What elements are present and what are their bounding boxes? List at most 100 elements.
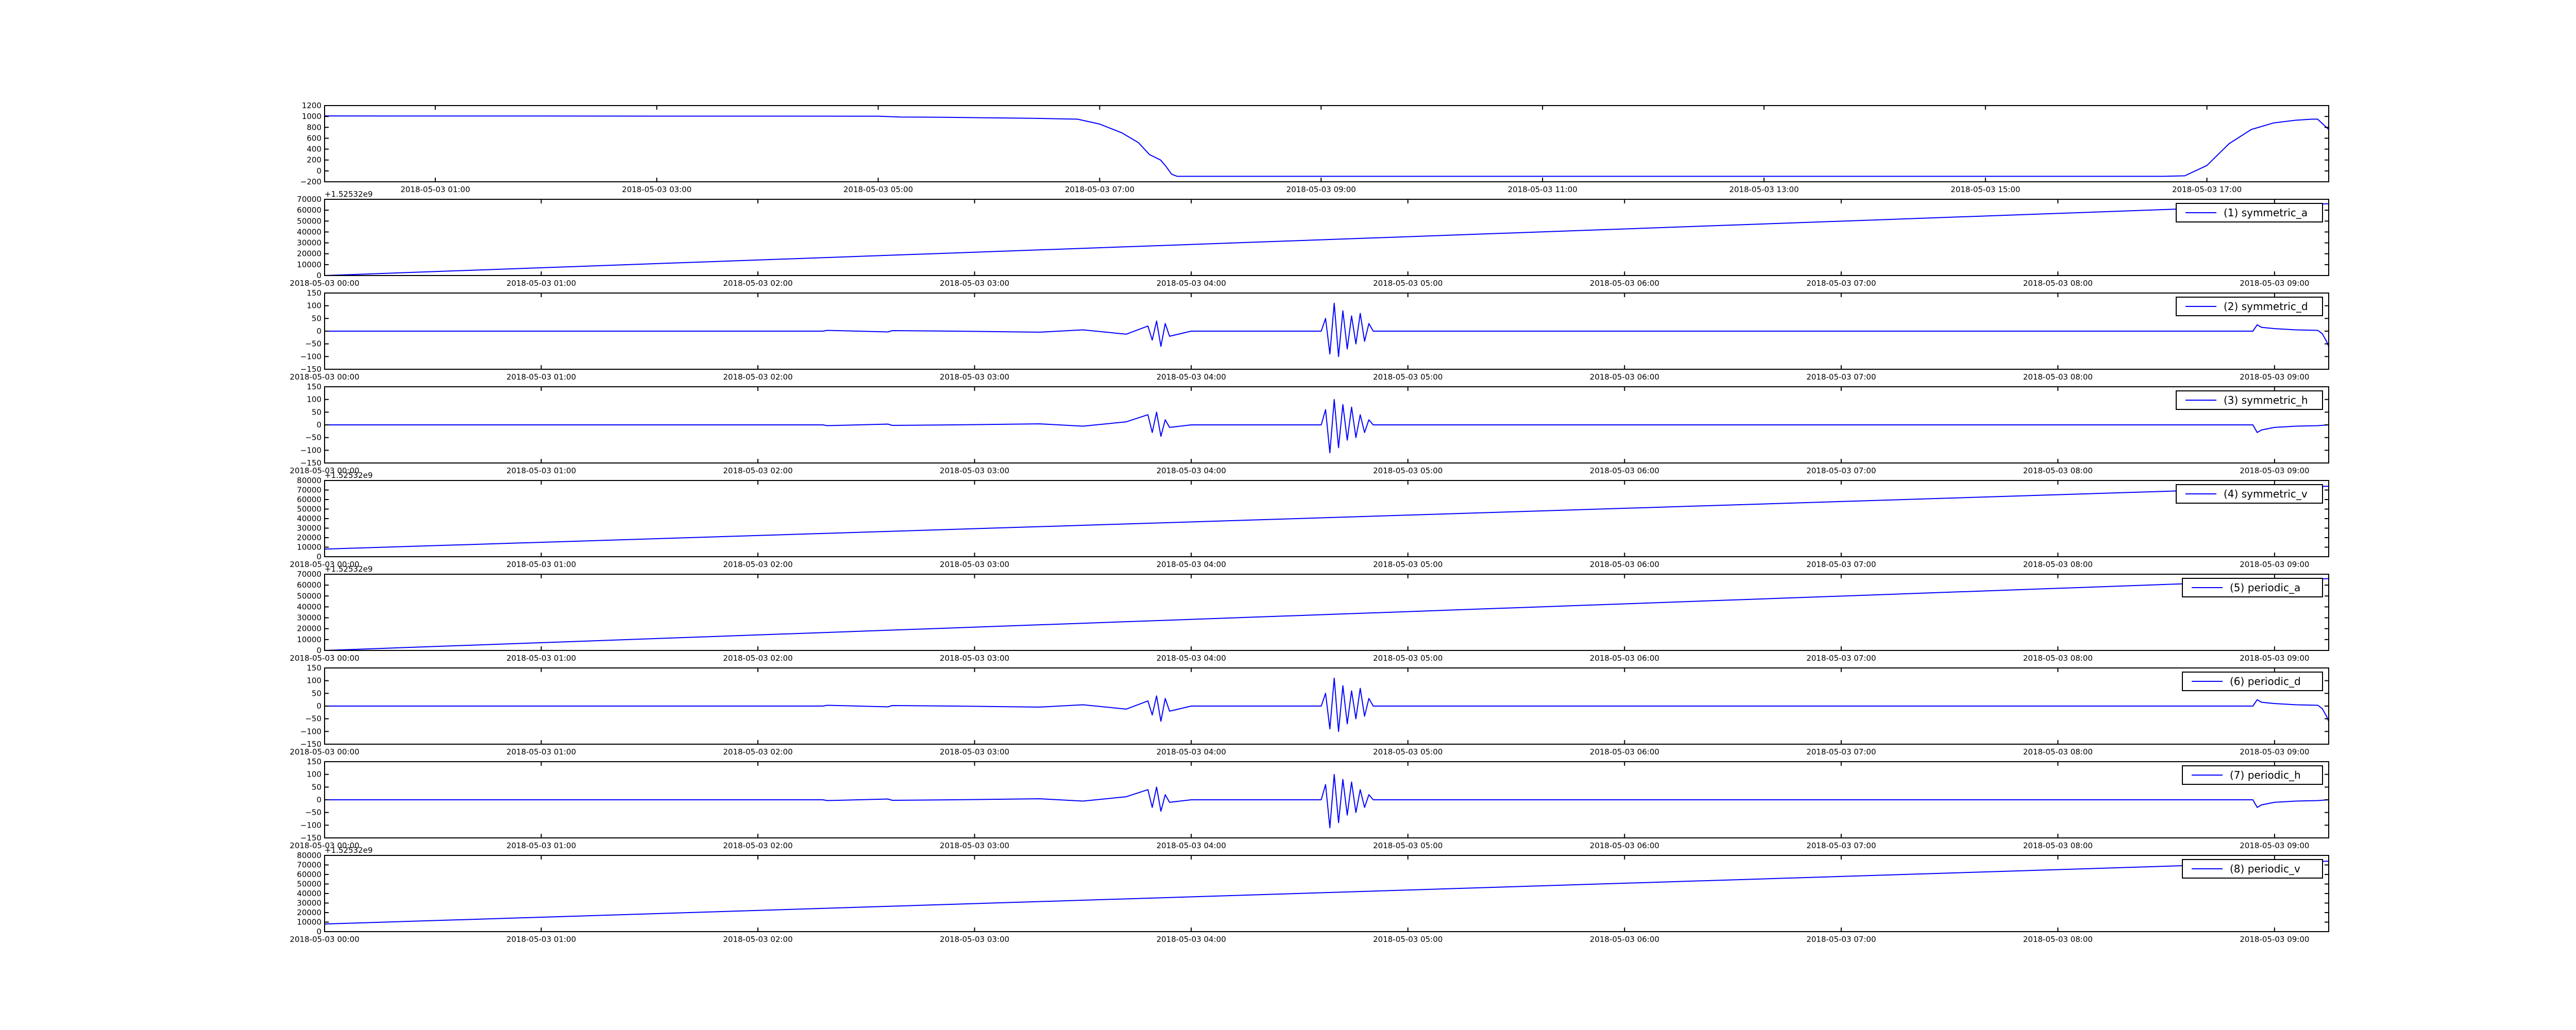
ytick-label-5-5: 50000 (297, 591, 321, 600)
ytick-label-4-6: 60000 (297, 495, 321, 504)
xtick-label-7-7: 2018-05-03 07:00 (1806, 841, 1876, 850)
xtick-label-5-8: 2018-05-03 08:00 (2023, 654, 2093, 663)
xtick-label-3-4: 2018-05-03 04:00 (1157, 466, 1226, 475)
legend-label-2: (2) symmetric_d (2224, 300, 2308, 313)
ytick-label-6-0: −150 (300, 740, 321, 749)
xtick-label-1-7: 2018-05-03 07:00 (1806, 279, 1876, 288)
xtick-label-0-6: 2018-05-03 13:00 (1729, 185, 1799, 194)
ytick-label-5-3: 30000 (297, 613, 321, 623)
ytick-label-1-7: 70000 (297, 195, 321, 204)
ytick-label-1-6: 60000 (297, 205, 321, 215)
ytick-label-6-1: −100 (300, 727, 321, 736)
axes-frame-4 (324, 480, 2329, 557)
ytick-label-2-1: −100 (300, 352, 321, 361)
xtick-label-7-8: 2018-05-03 08:00 (2023, 841, 2093, 850)
xtick-label-1-8: 2018-05-03 08:00 (2023, 279, 2093, 288)
ytick-label-8-8: 80000 (297, 851, 321, 860)
ytick-label-8-7: 70000 (297, 861, 321, 870)
xtick-label-4-6: 2018-05-03 06:00 (1590, 560, 1659, 569)
ytick-label-5-1: 10000 (297, 635, 321, 644)
ytick-label-0-7: 1200 (302, 101, 321, 110)
xtick-label-6-6: 2018-05-03 06:00 (1590, 747, 1659, 757)
xtick-label-4-9: 2018-05-03 09:00 (2240, 560, 2309, 569)
offset-label-5: +1.52532e9 (325, 564, 372, 574)
xtick-label-1-3: 2018-05-03 03:00 (940, 279, 1009, 288)
xtick-label-8-1: 2018-05-03 01:00 (506, 935, 576, 944)
xtick-label-2-1: 2018-05-03 01:00 (506, 372, 576, 382)
xtick-label-4-0: 2018-05-03 00:00 (290, 560, 359, 569)
series-line-8 (324, 861, 2329, 925)
ytick-label-7-4: 50 (312, 782, 321, 792)
xtick-label-8-0: 2018-05-03 00:00 (290, 935, 359, 944)
xtick-label-6-9: 2018-05-03 09:00 (2240, 747, 2309, 757)
xtick-label-8-5: 2018-05-03 05:00 (1373, 935, 1443, 944)
xtick-label-8-4: 2018-05-03 04:00 (1157, 935, 1226, 944)
ytick-label-1-4: 40000 (297, 227, 321, 236)
xtick-label-2-4: 2018-05-03 04:00 (1157, 372, 1226, 382)
xtick-label-3-2: 2018-05-03 02:00 (723, 466, 792, 475)
ytick-label-4-8: 80000 (297, 476, 321, 485)
ytick-label-5-0: 0 (316, 646, 321, 655)
series-line-3 (325, 399, 2329, 454)
legend-4: (4) symmetric_v (2176, 484, 2323, 504)
xtick-label-3-3: 2018-05-03 03:00 (940, 466, 1009, 475)
xtick-label-1-2: 2018-05-03 02:00 (723, 279, 792, 288)
xtick-label-1-0: 2018-05-03 00:00 (290, 279, 359, 288)
ytick-label-8-1: 10000 (297, 918, 321, 927)
xtick-label-0-1: 2018-05-03 03:00 (622, 185, 691, 194)
ytick-label-8-0: 0 (316, 927, 321, 936)
xtick-label-5-3: 2018-05-03 03:00 (940, 654, 1009, 663)
subplot-5: 0100002000030000400005000060000700002018… (290, 564, 2329, 663)
ytick-label-7-0: −150 (300, 833, 321, 843)
xtick-label-8-9: 2018-05-03 09:00 (2240, 935, 2309, 944)
legend-label-3: (3) symmetric_h (2224, 394, 2308, 406)
xtick-label-0-7: 2018-05-03 15:00 (1951, 185, 2020, 194)
xtick-label-2-2: 2018-05-03 02:00 (723, 372, 792, 382)
legend-6: (6) periodic_d (2182, 672, 2323, 691)
ytick-label-4-3: 30000 (297, 524, 321, 533)
legend-label-5: (5) periodic_a (2230, 581, 2300, 594)
xtick-label-1-6: 2018-05-03 06:00 (1590, 279, 1659, 288)
subplot-1: 0100002000030000400005000060000700002018… (290, 190, 2329, 288)
xtick-label-5-2: 2018-05-03 02:00 (723, 654, 792, 663)
legend-5: (5) periodic_a (2182, 578, 2323, 597)
ytick-label-4-4: 40000 (297, 514, 321, 523)
xtick-label-3-7: 2018-05-03 07:00 (1806, 466, 1876, 475)
xtick-label-7-6: 2018-05-03 06:00 (1590, 841, 1659, 850)
series-line-7 (325, 774, 2329, 829)
ytick-label-2-6: 150 (307, 288, 321, 298)
series-line-1 (324, 203, 2329, 276)
ytick-label-3-0: −150 (300, 458, 321, 468)
ytick-label-4-5: 50000 (297, 505, 321, 514)
xtick-label-7-5: 2018-05-03 05:00 (1373, 841, 1443, 850)
xtick-label-8-3: 2018-05-03 03:00 (940, 935, 1009, 944)
series-line-5 (324, 578, 2329, 651)
xtick-label-3-8: 2018-05-03 08:00 (2023, 466, 2093, 475)
xtick-label-6-4: 2018-05-03 04:00 (1157, 747, 1226, 757)
offset-label-4: +1.52532e9 (325, 471, 372, 480)
ytick-label-3-4: 50 (312, 407, 321, 417)
xtick-label-4-2: 2018-05-03 02:00 (723, 560, 792, 569)
xtick-label-1-4: 2018-05-03 04:00 (1157, 279, 1226, 288)
ytick-label-3-6: 150 (307, 382, 321, 391)
legend-label-7: (7) periodic_h (2230, 769, 2301, 781)
legend-2: (2) symmetric_d (2176, 297, 2323, 316)
xtick-label-2-0: 2018-05-03 00:00 (290, 372, 359, 382)
ytick-label-4-0: 0 (316, 552, 321, 561)
ytick-label-6-4: 50 (312, 689, 321, 698)
legend-1: (1) symmetric_a (2176, 203, 2323, 222)
ytick-label-2-0: −150 (300, 365, 321, 374)
xtick-label-7-9: 2018-05-03 09:00 (2240, 841, 2309, 850)
ytick-label-8-5: 50000 (297, 880, 321, 889)
ytick-label-1-0: 0 (316, 271, 321, 280)
xtick-label-6-0: 2018-05-03 00:00 (290, 747, 359, 757)
xtick-label-8-6: 2018-05-03 06:00 (1590, 935, 1659, 944)
xtick-label-4-3: 2018-05-03 03:00 (940, 560, 1009, 569)
xtick-label-8-7: 2018-05-03 07:00 (1806, 935, 1876, 944)
xtick-label-6-7: 2018-05-03 07:00 (1806, 747, 1876, 757)
offset-label-1: +1.52532e9 (325, 190, 372, 199)
ytick-label-0-6: 1000 (302, 112, 321, 121)
